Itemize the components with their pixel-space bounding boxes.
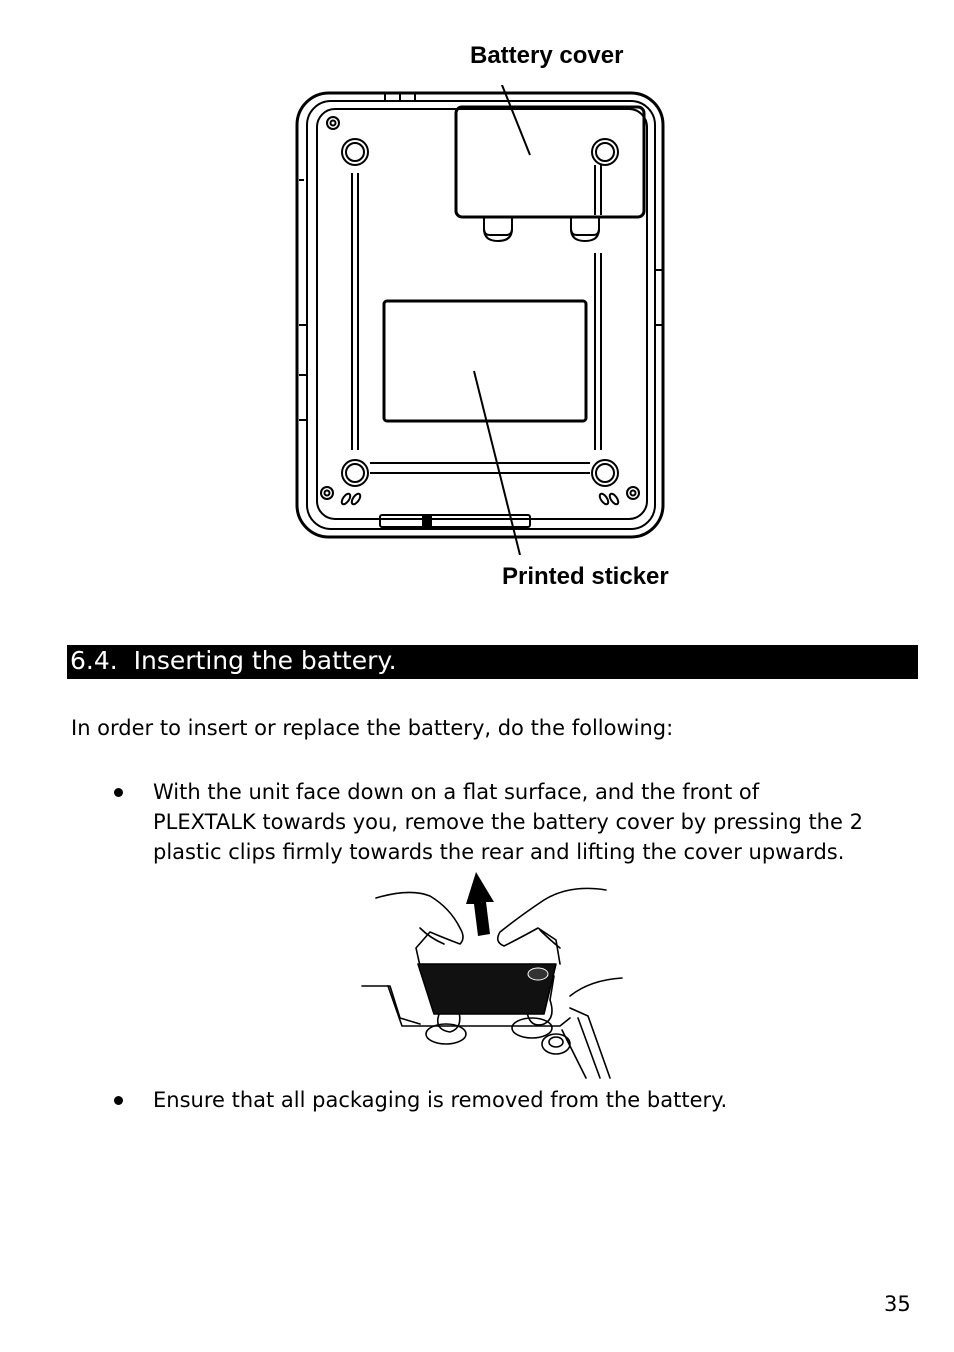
- section-number: 6.4.: [70, 646, 118, 675]
- bullet-item-packaging: Ensure that all packaging is removed fro…: [153, 1085, 727, 1115]
- device-underside-figure: [290, 74, 670, 556]
- section-heading: 6.4. Inserting the battery.: [67, 645, 918, 679]
- bullet-line: With the unit face down on a flat surfac…: [153, 780, 760, 804]
- page-number: 35: [884, 1292, 911, 1316]
- section-heading-text: 6.4. Inserting the battery.: [70, 646, 397, 675]
- bullet-line: plastic clips firmly towards the rear an…: [153, 840, 845, 864]
- bullet-marker: [114, 788, 123, 797]
- bullet-line: PLEXTALK towards you, remove the battery…: [153, 810, 863, 834]
- bullet-line: Ensure that all packaging is removed fro…: [153, 1088, 728, 1112]
- intro-paragraph: In order to insert or replace the batter…: [71, 716, 674, 740]
- hands-removing-cover-drawing: [361, 872, 623, 1079]
- bullet-marker: [114, 1096, 123, 1105]
- section-title: Inserting the battery.: [133, 646, 397, 675]
- device-underside-drawing: [295, 74, 665, 556]
- printed-sticker-label: Printed sticker: [502, 563, 669, 590]
- bullet-item-remove-cover: With the unit face down on a flat surfac…: [153, 777, 863, 867]
- remove-cover-figure: [360, 868, 628, 1082]
- battery-cover-label: Battery cover: [470, 42, 624, 69]
